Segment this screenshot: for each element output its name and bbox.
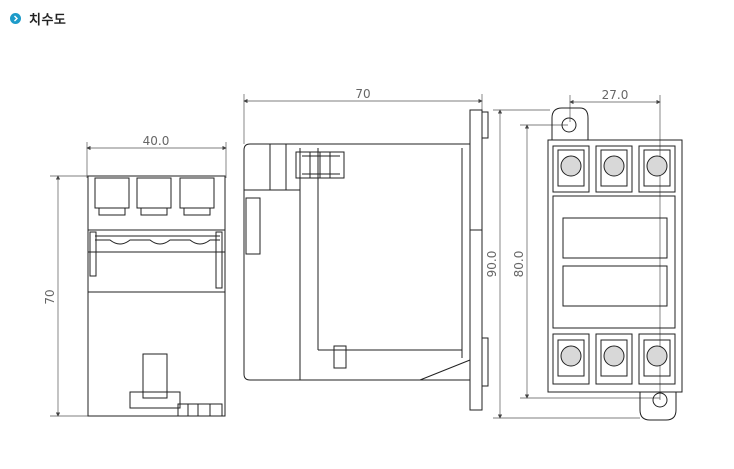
- section-header: 치수도: [10, 9, 66, 28]
- front-height-label: 70: [43, 289, 57, 304]
- front-width-label: 40.0: [143, 134, 170, 148]
- section-title: 치수도: [29, 13, 67, 28]
- front-view: 40.0 70: [43, 134, 227, 417]
- side-height-label: 90.0: [485, 251, 499, 278]
- side-view: 70: [243, 87, 489, 411]
- mount-height-label: 80.0: [512, 251, 526, 278]
- mount-spacing-label: 27.0: [602, 88, 629, 102]
- rear-view: 27.0 90.0 80.0: [485, 88, 683, 421]
- chevron-right-icon: [10, 13, 21, 24]
- side-depth-label: 70: [355, 87, 370, 101]
